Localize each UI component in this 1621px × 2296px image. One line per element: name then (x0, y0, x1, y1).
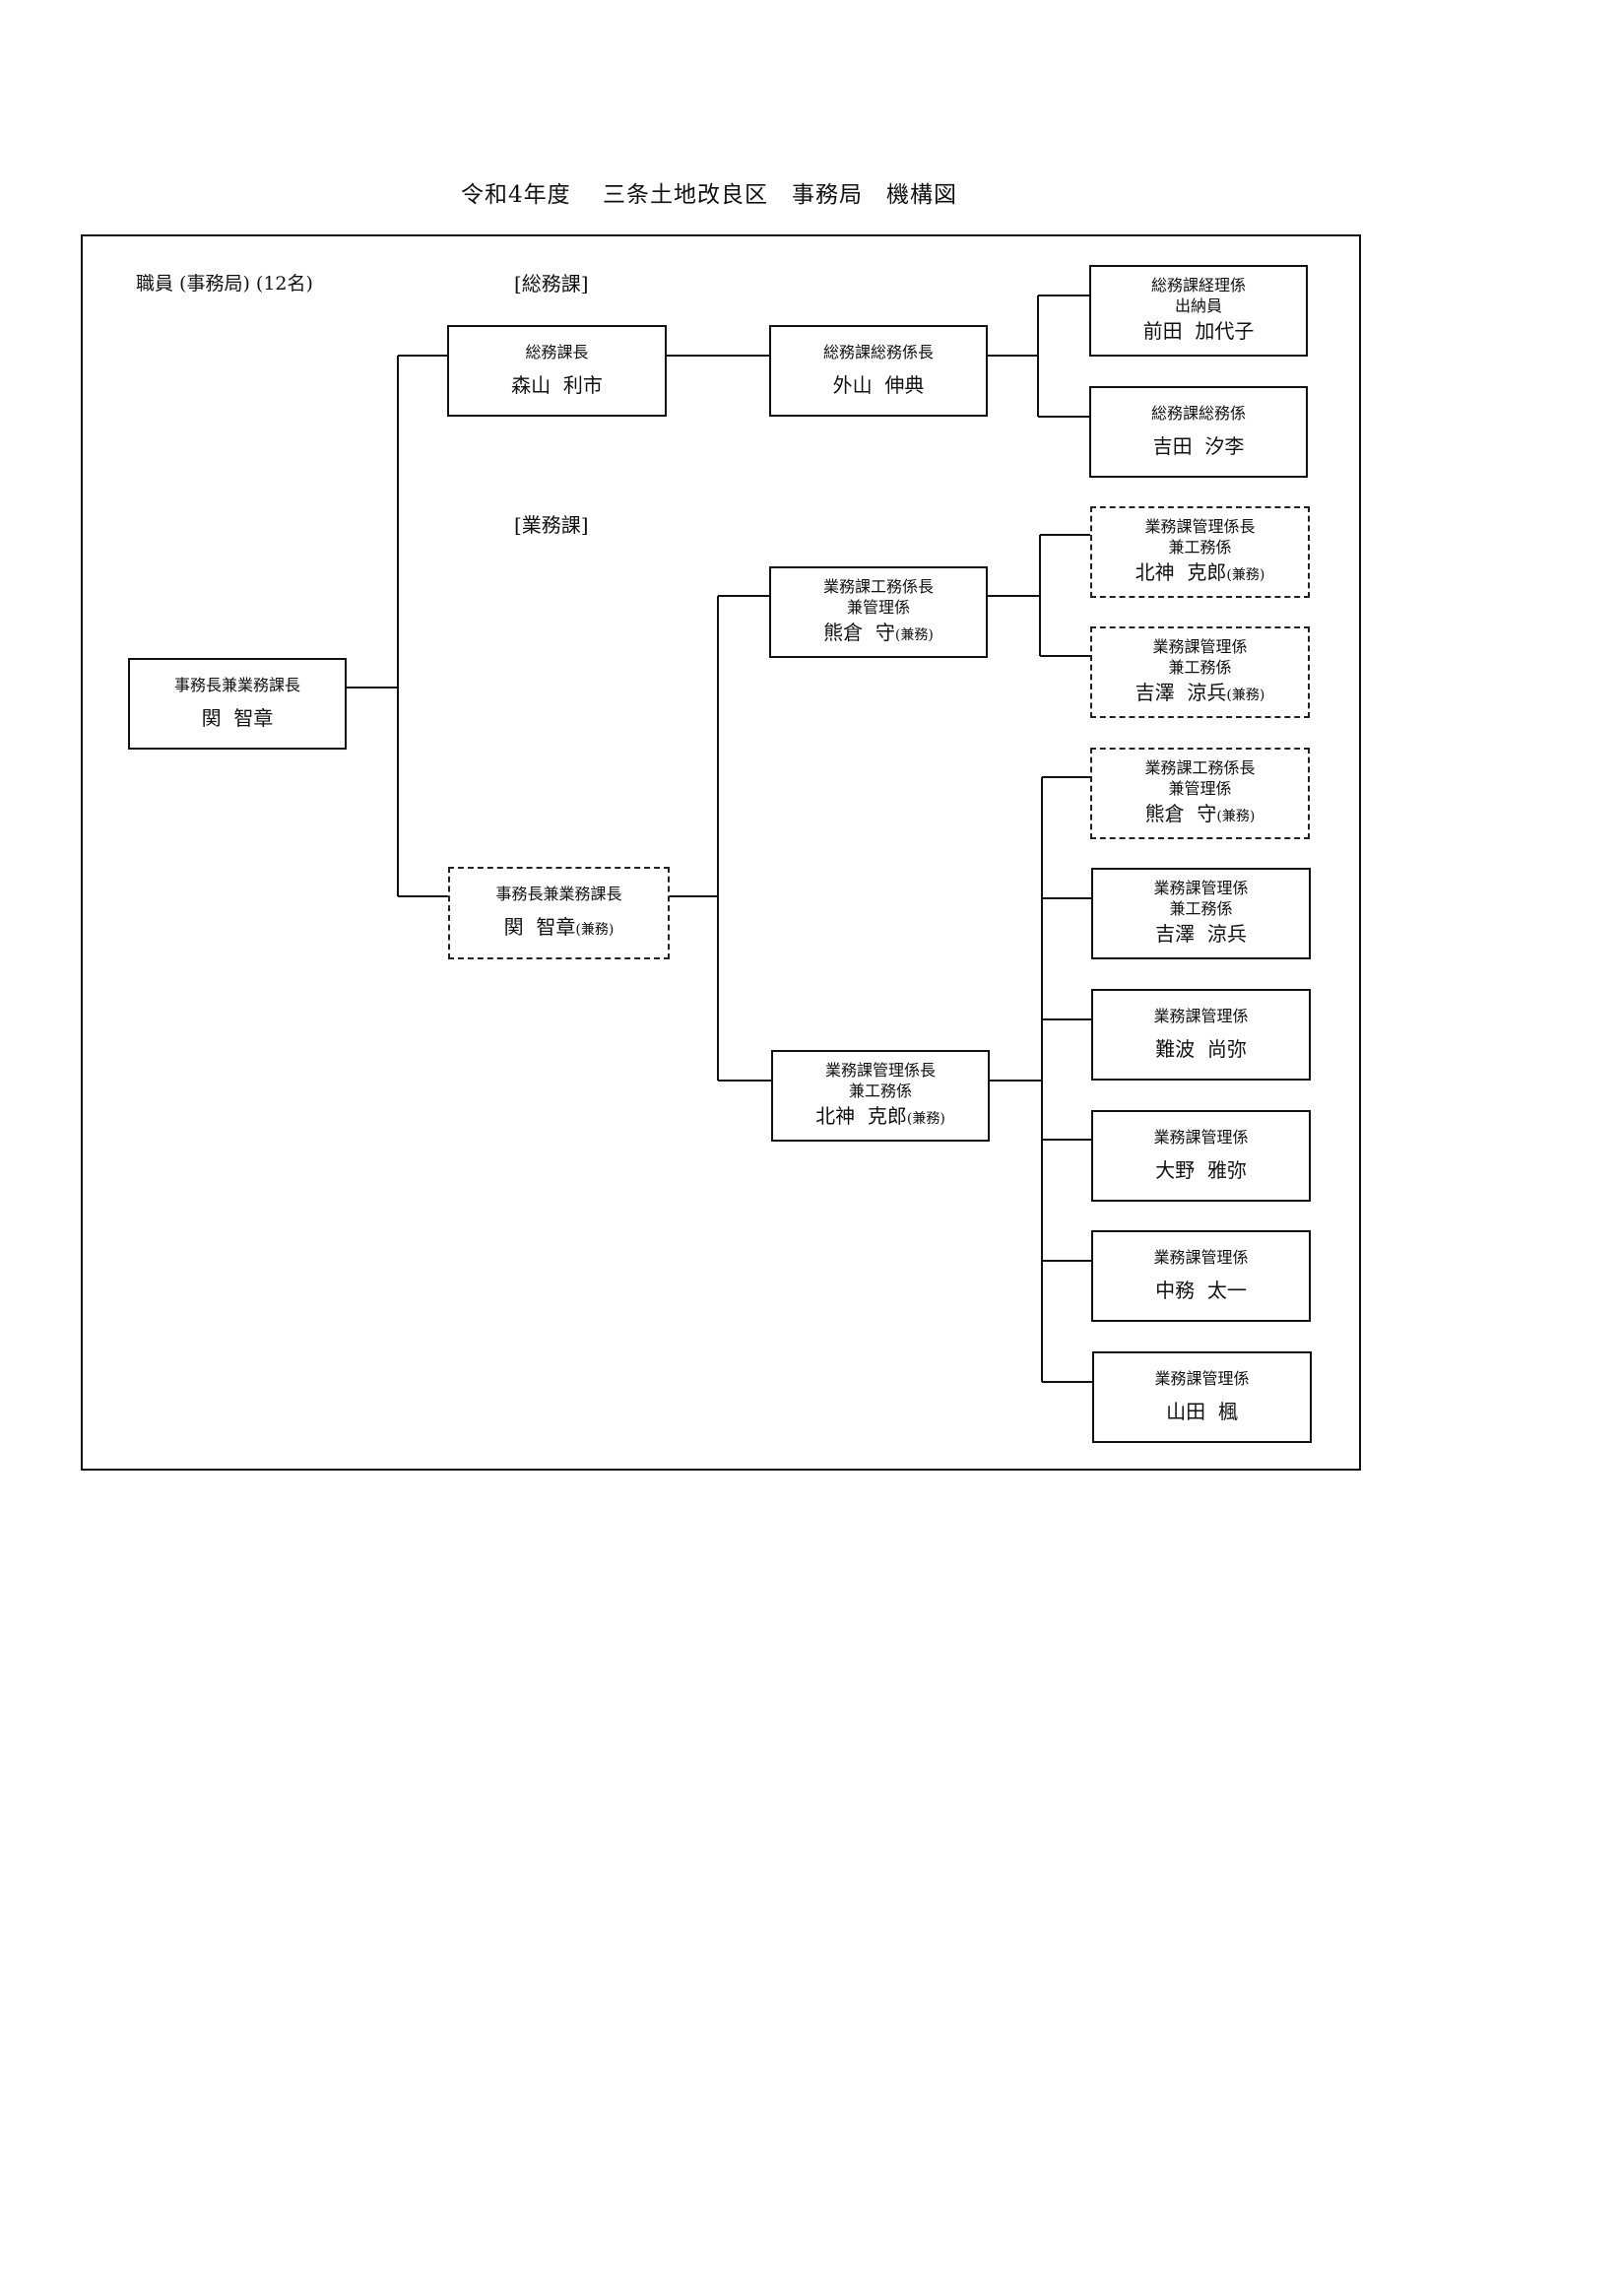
person-name: 吉田 汐李 (1152, 433, 1245, 458)
section-label-general-affairs: [総務課] (514, 272, 589, 295)
node-w-sub-kitagami: 業務課管理係長 兼工務係 北神 克郎(兼務) (1090, 506, 1310, 598)
node-ga-subchief: 総務課総務係長 外山 伸典 (769, 325, 988, 417)
node-ops-works-chief: 業務課工務係長 兼管理係 熊倉 守(兼務) (769, 566, 988, 658)
person-name: 関 智章 (201, 705, 274, 730)
node-m-sub-yoshizawa: 業務課管理係 兼工務係 吉澤 涼兵 (1091, 868, 1311, 959)
role-label: 事務長兼業務課長 (495, 885, 622, 903)
node-m-sub-kumakura: 業務課工務係長 兼管理係 熊倉 守(兼務) (1090, 748, 1310, 839)
node-m-sub-ono: 業務課管理係 大野 雅弥 (1091, 1110, 1311, 1202)
node-m-sub-nanba: 業務課管理係 難波 尚弥 (1091, 989, 1311, 1081)
person-name: 森山 利市 (511, 372, 603, 397)
person-name: 大野 雅弥 (1155, 1157, 1247, 1182)
node-ops-mgmt-chief: 業務課管理係長 兼工務係 北神 克郎(兼務) (771, 1050, 990, 1142)
role-label: 業務課管理係 (1154, 1368, 1250, 1388)
section-label-operations: [業務課] (514, 513, 589, 537)
node-m-sub-yamada: 業務課管理係 山田 楓 (1092, 1351, 1312, 1443)
role-label: 業務課管理係 兼工務係 (1152, 637, 1248, 677)
role-label: 業務課工務係長 兼管理係 (822, 577, 934, 617)
person-name: 関 智章(兼務) (503, 915, 615, 939)
node-ga-general: 総務課総務係 吉田 汐李 (1089, 386, 1308, 478)
role-label: 総務課総務係長 (822, 342, 934, 361)
role-label: 業務課管理係 (1153, 1006, 1249, 1025)
node-ga-chief: 総務課長 森山 利市 (447, 325, 667, 417)
node-director: 事務長兼業務課長 関 智章 (128, 658, 347, 750)
page-title: 令和4年度 三条土地改良区 事務局 機構図 (461, 182, 957, 208)
person-name: 難波 尚弥 (1155, 1036, 1247, 1061)
person-name: 北神 克郎(兼務) (1135, 560, 1265, 584)
role-label: 業務課管理係 (1153, 1127, 1249, 1147)
role-label: 業務課管理係長 兼工務係 (1144, 517, 1256, 557)
role-label: 総務課経理係 出納員 (1150, 276, 1246, 315)
role-label: 業務課管理係 (1153, 1247, 1249, 1267)
staff-count-label: 職員 (事務局) (12名) (136, 273, 313, 295)
node-m-sub-nakamu: 業務課管理係 中務 太一 (1091, 1230, 1311, 1322)
role-label: 事務長兼業務課長 (173, 675, 300, 694)
role-label: 業務課工務係長 兼管理係 (1144, 758, 1256, 798)
role-label: 総務課長 (525, 342, 589, 361)
person-name: 北神 克郎(兼務) (815, 1104, 945, 1128)
person-name: 吉澤 涼兵 (1155, 922, 1247, 946)
person-name: 中務 太一 (1155, 1278, 1247, 1302)
node-ops-head-concurrent: 事務長兼業務課長 関 智章(兼務) (448, 867, 670, 959)
node-w-sub-yoshizawa: 業務課管理係 兼工務係 吉澤 涼兵(兼務) (1090, 626, 1310, 718)
chart-frame (81, 234, 1361, 1471)
person-name: 山田 楓 (1166, 1399, 1238, 1423)
person-name: 熊倉 守(兼務) (823, 621, 934, 644)
person-name: 吉澤 涼兵(兼務) (1135, 681, 1265, 704)
role-label: 総務課総務係 (1150, 403, 1246, 423)
person-name: 熊倉 守(兼務) (1144, 802, 1256, 825)
person-name: 前田 加代子 (1142, 319, 1255, 343)
person-name: 外山 伸典 (832, 372, 925, 397)
role-label: 業務課管理係 兼工務係 (1153, 879, 1249, 918)
role-label: 業務課管理係長 兼工務係 (824, 1061, 936, 1100)
node-ga-accounting: 総務課経理係 出納員 前田 加代子 (1089, 265, 1308, 357)
